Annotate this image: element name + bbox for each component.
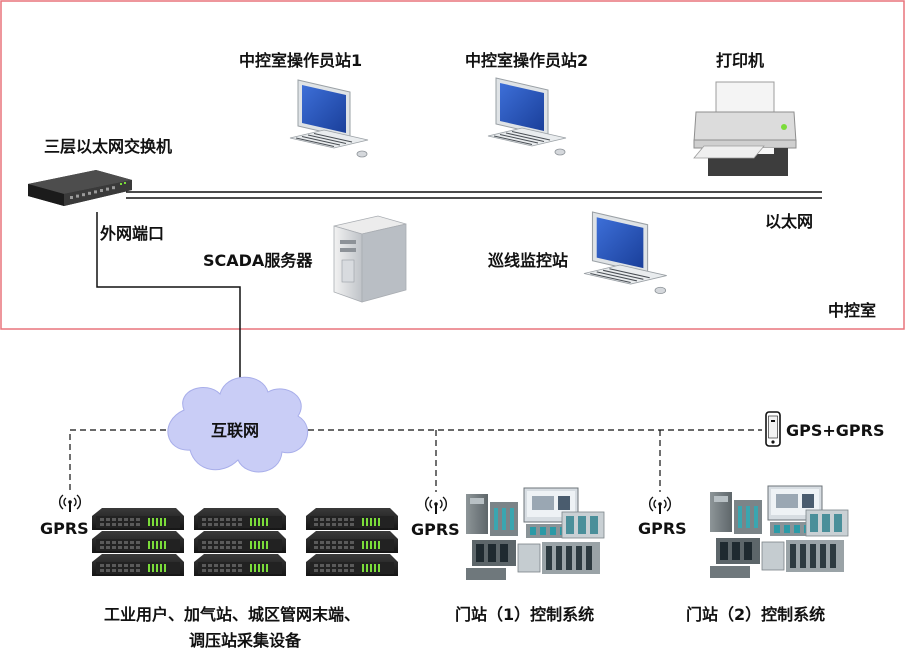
- switch-label: 三层以太网交换机: [44, 137, 173, 156]
- monitor-icon: [487, 77, 567, 156]
- scada-label: SCADA服务器: [203, 251, 313, 270]
- server-icon: [333, 215, 407, 303]
- plc-control-system-icon: [465, 487, 605, 581]
- internet-label: 互联网: [211, 421, 260, 440]
- monitor-icon: [583, 211, 668, 295]
- ext-port-label: 外网端口: [100, 224, 165, 243]
- gprs-label-2: GPRS: [411, 520, 460, 539]
- users-label-line2: 调压站采集设备: [189, 631, 302, 650]
- printer-label: 打印机: [716, 51, 765, 70]
- gprs-dashed-links: [69, 429, 762, 492]
- station1-label: 中控室操作员站1: [239, 51, 363, 70]
- rack-server-icon: [306, 508, 398, 576]
- gps-gprs-label: GPS+GPRS: [786, 421, 885, 440]
- phone-icon: [765, 411, 781, 447]
- antenna-icon: [58, 494, 82, 513]
- patrol-label: 巡线监控站: [488, 251, 569, 270]
- control-room-border: [0, 0, 905, 330]
- gate2-label: 门站（2）控制系统: [686, 605, 826, 624]
- rack-server-icon: [194, 508, 286, 576]
- uplink-line: [96, 212, 241, 383]
- ethernet-label: 以太网: [765, 212, 814, 231]
- station2-label: 中控室操作员站2: [465, 51, 589, 70]
- gate1-label: 门站（1）控制系统: [455, 605, 595, 624]
- gprs-label-1: GPRS: [40, 519, 89, 538]
- rack-server-icon: [92, 508, 184, 576]
- monitor-icon: [289, 79, 369, 158]
- antenna-icon: [648, 496, 672, 515]
- ethernet-bus: [126, 191, 822, 199]
- printer-icon: [693, 81, 797, 176]
- control-room-label: 中控室: [828, 301, 877, 320]
- plc-control-system-icon: [709, 485, 849, 579]
- switch-icon: [28, 170, 132, 206]
- antenna-icon: [424, 496, 448, 515]
- users-label-line1: 工业用户、加气站、城区管网末端、: [104, 605, 361, 624]
- cloud-icon: [167, 376, 309, 473]
- gprs-label-3: GPRS: [638, 519, 687, 538]
